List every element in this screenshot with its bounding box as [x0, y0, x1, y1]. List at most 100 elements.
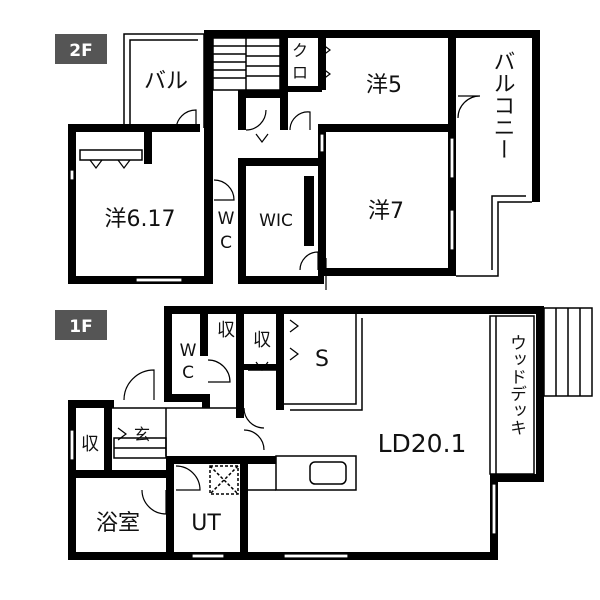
room-label-closet-ro: ロ — [292, 63, 308, 82]
window — [69, 169, 75, 181]
badge-label: 1F — [69, 317, 92, 337]
wall — [288, 86, 322, 92]
window — [191, 553, 225, 559]
room-label-wc-w: W — [218, 209, 235, 229]
lower-floor: 1F — [55, 306, 593, 560]
wall — [536, 306, 544, 482]
wall — [164, 306, 172, 402]
floor-badge-2f: 2F — [55, 34, 107, 64]
room-label-wood-deck: ウッドデッキ — [506, 334, 526, 436]
room-label-storage1: 収 — [217, 320, 235, 341]
window — [69, 429, 75, 461]
wall — [280, 38, 288, 130]
wall — [144, 124, 152, 164]
balcony-rail — [456, 201, 532, 277]
door-swing — [175, 109, 197, 131]
wall — [238, 158, 318, 166]
door-swing — [207, 359, 231, 383]
room-label-balcony-small: バル — [144, 69, 188, 94]
wall — [68, 124, 76, 284]
badge-label: 2F — [69, 41, 92, 61]
sink — [309, 461, 347, 485]
wall — [204, 30, 213, 130]
room-label-room5: 洋5 — [366, 73, 402, 98]
wall — [104, 408, 112, 476]
room-label-storage-s: S — [315, 347, 329, 372]
room-label-bath: 浴室 — [96, 511, 140, 536]
wall — [318, 124, 326, 276]
wall — [68, 124, 148, 132]
wall — [238, 90, 246, 130]
floor-badge-1f: 1F — [55, 310, 107, 340]
room-label-wc-c: C — [220, 233, 232, 253]
door-swing — [243, 407, 265, 429]
wall — [240, 456, 276, 464]
stairs-upper — [212, 37, 281, 91]
wall — [238, 90, 284, 98]
room-label-balcony: バルコニー — [490, 50, 515, 160]
entrance-door — [123, 369, 155, 401]
door-swing — [457, 95, 481, 119]
wall — [166, 456, 174, 560]
wall — [68, 552, 498, 560]
room-label-entrance: 玄 — [134, 425, 150, 444]
wall — [318, 38, 326, 90]
wall — [68, 400, 114, 408]
room-label-closet-ku: ク — [292, 41, 308, 60]
wall — [204, 30, 456, 38]
room-label-storage3: 収 — [81, 434, 99, 455]
wall — [448, 30, 540, 38]
wall — [68, 400, 76, 560]
wall — [320, 268, 456, 276]
room-label-wc-c: C — [182, 363, 194, 383]
wall — [164, 306, 544, 314]
window — [491, 483, 497, 535]
door-swing — [213, 179, 235, 201]
badge-bg — [55, 310, 107, 340]
storage-s-outline-inner — [290, 318, 363, 411]
wall — [204, 124, 213, 284]
door-swing — [243, 429, 265, 451]
wall — [490, 474, 542, 482]
window — [449, 137, 455, 179]
room-label-room617: 洋6.17 — [105, 207, 176, 232]
wall — [276, 314, 284, 410]
wall — [164, 394, 210, 402]
room-label-storage2: 収 — [253, 330, 271, 351]
wall — [202, 394, 210, 408]
wall — [318, 124, 448, 132]
room-label-utility: UT — [191, 511, 221, 536]
room-label-ld: LD20.1 — [378, 429, 467, 458]
stairs-lower — [248, 361, 276, 371]
window — [319, 133, 325, 153]
closet-shelf — [79, 149, 143, 161]
door-swing — [245, 109, 267, 131]
window — [283, 553, 349, 559]
door-swing — [289, 111, 311, 131]
wall — [236, 314, 244, 418]
wall — [166, 456, 240, 464]
window — [449, 209, 455, 251]
room-label-wc-w: W — [180, 341, 197, 361]
door-swing — [175, 465, 201, 491]
room-label-room7: 洋7 — [368, 199, 404, 224]
balcony-small-rail-inner — [129, 39, 198, 128]
balcony-rail-inner — [491, 195, 526, 270]
wall — [200, 314, 208, 356]
wood-deck-frame — [489, 315, 535, 475]
wall — [76, 470, 166, 478]
window — [135, 277, 183, 283]
door-swing — [299, 251, 319, 271]
wall — [144, 124, 200, 132]
wood-deck — [489, 307, 593, 475]
badge-bg — [55, 34, 107, 64]
wall — [240, 456, 248, 560]
wall — [244, 364, 280, 370]
wall — [242, 276, 324, 284]
wall — [238, 158, 246, 284]
upper-floor: 2F — [55, 30, 540, 290]
room-label-wic: WIC — [259, 211, 293, 231]
door-swing — [141, 489, 167, 515]
wic-shelf — [304, 176, 314, 246]
